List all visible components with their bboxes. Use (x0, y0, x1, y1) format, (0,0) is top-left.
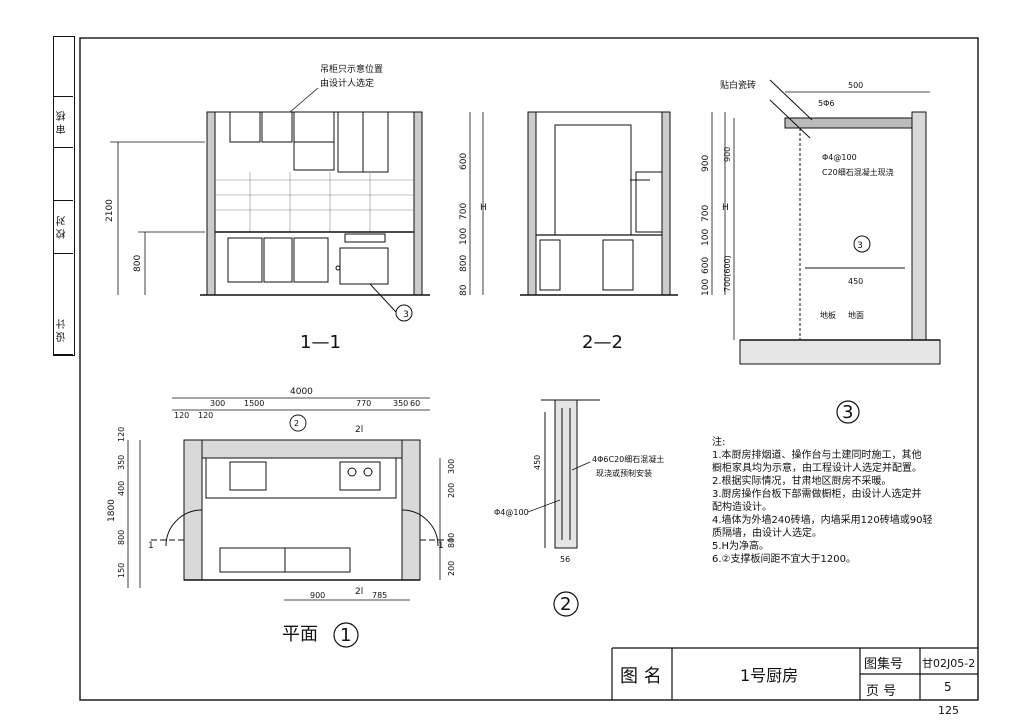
dim-700-22: 700 (701, 205, 711, 222)
dim-100b-22: 100 (701, 279, 711, 296)
note-line: 5.H为净高。 (712, 541, 770, 552)
title-page-value: 5 (944, 680, 952, 694)
title-page-label: 页 号 (866, 684, 897, 699)
sheet-frame (79, 37, 979, 701)
section-2-2-drawing (520, 111, 678, 296)
dim-60: 60 (410, 399, 420, 408)
title-name-label: 图 名 (620, 666, 662, 687)
dim-900-22: 900 (701, 155, 711, 172)
plan-label: 平面 (282, 624, 318, 645)
section-1-1-drawing (200, 111, 430, 322)
note-line: 6.②支撑板间距不宜大于1200。 (712, 554, 856, 565)
dim-200b-plan: 200 (447, 561, 456, 576)
phi4-detail2: Φ4@100 (494, 508, 529, 517)
dim-300-plan: 300 (447, 459, 456, 474)
dim-900-plan: 900 (310, 591, 325, 600)
floor-note: 地板 (820, 310, 836, 320)
dim-900-d3: 900 (723, 147, 732, 162)
dim-80: 80 (459, 284, 469, 296)
section-1-1-label: 1—1 (300, 332, 341, 353)
dim-300: 300 (210, 399, 225, 408)
section-mark-right: 1 (438, 541, 444, 551)
plan-detail-number: 1 (340, 625, 351, 646)
title-atlas-label: 图集号 (864, 657, 904, 672)
note-line: 2.根据实际情况，甘肃地区厨房不采暖。 (712, 476, 892, 487)
rebar-5phi6: 5Φ6 (818, 99, 834, 108)
dim-h: H (480, 203, 487, 213)
detail-3-label: 3 (842, 402, 853, 423)
dim-785: 785 (372, 591, 387, 600)
page-number: 125 (938, 704, 959, 717)
dim-56: 56 (560, 555, 570, 564)
dim-120b: 120 (198, 411, 213, 420)
dim-700-600: 700(600) (723, 255, 732, 292)
dim-600-22: 600 (701, 257, 711, 274)
rebar-phi4: Φ4@100 (822, 153, 857, 162)
section-1-1-callout: 3 (403, 310, 409, 320)
title-block-lines (611, 647, 978, 700)
dim-120a: 120 (174, 411, 189, 420)
cabinet-note-1: 吊柜只示意位置 (320, 63, 383, 75)
dim-350-plan: 350 (117, 455, 126, 470)
plan-drawing (150, 439, 455, 581)
dim-800-plan: 800 (117, 530, 126, 545)
note-line: 质隔墙，由设计人选定。 (712, 528, 822, 539)
dim-1500: 1500 (244, 399, 264, 408)
dim-600: 600 (459, 153, 469, 170)
dim-800: 800 (133, 255, 143, 272)
section-mark-left: 1 (148, 541, 154, 551)
cast-note: 现浇或预制安装 (596, 468, 652, 478)
dim-350: 350 (393, 399, 408, 408)
dim-100: 100 (459, 228, 469, 245)
note-line: 1.本厨房排烟道、操作台与土建同时施工，其他 (712, 450, 922, 461)
plan-callout: 2 (294, 419, 299, 428)
dim-500: 500 (848, 81, 863, 90)
note-line: 橱柜家具均为示意，由工程设计人选定并配置。 (712, 463, 922, 474)
detail-3-drawing (739, 79, 941, 365)
concrete-c20: C20细石混凝土现浇 (822, 167, 894, 177)
dim-450-detail3: 450 (848, 277, 863, 286)
dim-120-plan: 120 (117, 427, 126, 442)
label-2l-bot: 2l (355, 587, 363, 597)
dim-2100: 2100 (105, 199, 115, 222)
notes-title: 注: (712, 437, 726, 448)
tile-note: 贴白瓷砖 (720, 79, 756, 91)
dim-450-detail2: 450 (533, 455, 542, 470)
signoff-strip (53, 36, 75, 356)
dim-150: 150 (117, 563, 126, 578)
label-2l-top: 2l (355, 425, 363, 435)
note-line: 4.墙体为外墙240砖墙，内墙采用120砖墙或90轻 (712, 515, 933, 526)
detail-2-label: 2 (560, 594, 571, 615)
title-atlas-value: 甘02J05-2 (922, 657, 976, 670)
dim-400: 400 (117, 481, 126, 496)
dim-700: 700 (459, 203, 469, 220)
dim-800-right-plan: 800 (447, 533, 456, 548)
note-line: 配构造设计。 (712, 502, 772, 513)
dim-4000: 4000 (290, 387, 313, 397)
dim-100-22: 100 (701, 229, 711, 246)
dim-800-right: 800 (459, 255, 469, 272)
detail-2-drawing (541, 399, 600, 549)
dim-h-22: H (722, 203, 729, 213)
rebar-4phi6: 4Φ6C20细石混凝土 (592, 454, 664, 464)
note-line: 3.厨房操作台板下部需做橱柜，由设计人选定并 (712, 489, 922, 500)
dim-1800: 1800 (107, 499, 117, 522)
section-2-2-label: 2—2 (582, 332, 623, 353)
floor-face: 地面 (848, 310, 864, 320)
title-name-value: 1号厨房 (740, 666, 799, 685)
cabinet-note-2: 由设计人选定 (320, 77, 374, 89)
dim-200-plan: 200 (447, 483, 456, 498)
notes-block: 注: 1.本厨房排烟道、操作台与土建同时施工，其他 橱柜家具均为示意，由工程设计… (712, 436, 972, 566)
dim-770: 770 (356, 399, 371, 408)
detail-3-callout: 3 (857, 241, 863, 251)
